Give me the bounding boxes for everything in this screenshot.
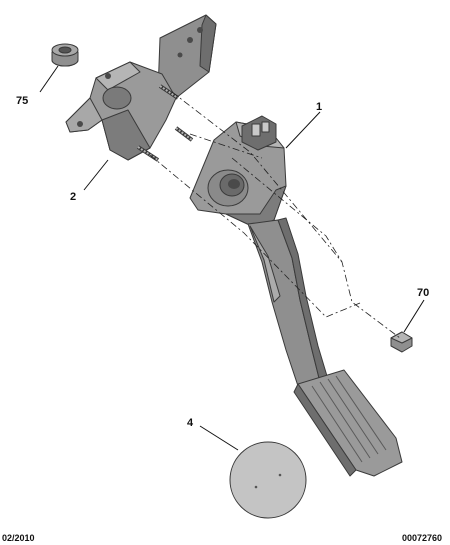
bracket-part bbox=[65, 14, 217, 162]
callout-70-label: 70 bbox=[417, 287, 429, 299]
footer-reference: 00072760 bbox=[402, 533, 442, 543]
footer-date: 02/2010 bbox=[2, 533, 35, 543]
grommet-part bbox=[51, 43, 79, 67]
assembly-guide-lines bbox=[149, 91, 401, 339]
callout-2-label: 2 bbox=[70, 191, 76, 203]
leader-lines bbox=[39, 65, 425, 451]
callout-4-label: 4 bbox=[187, 417, 194, 429]
nut-part bbox=[390, 331, 413, 353]
pedal-pad-disc-part bbox=[229, 441, 307, 519]
callout-1-label: 1 bbox=[316, 101, 322, 113]
pedal-assembly-part bbox=[189, 115, 403, 477]
callout-75-label: 75 bbox=[16, 95, 28, 107]
